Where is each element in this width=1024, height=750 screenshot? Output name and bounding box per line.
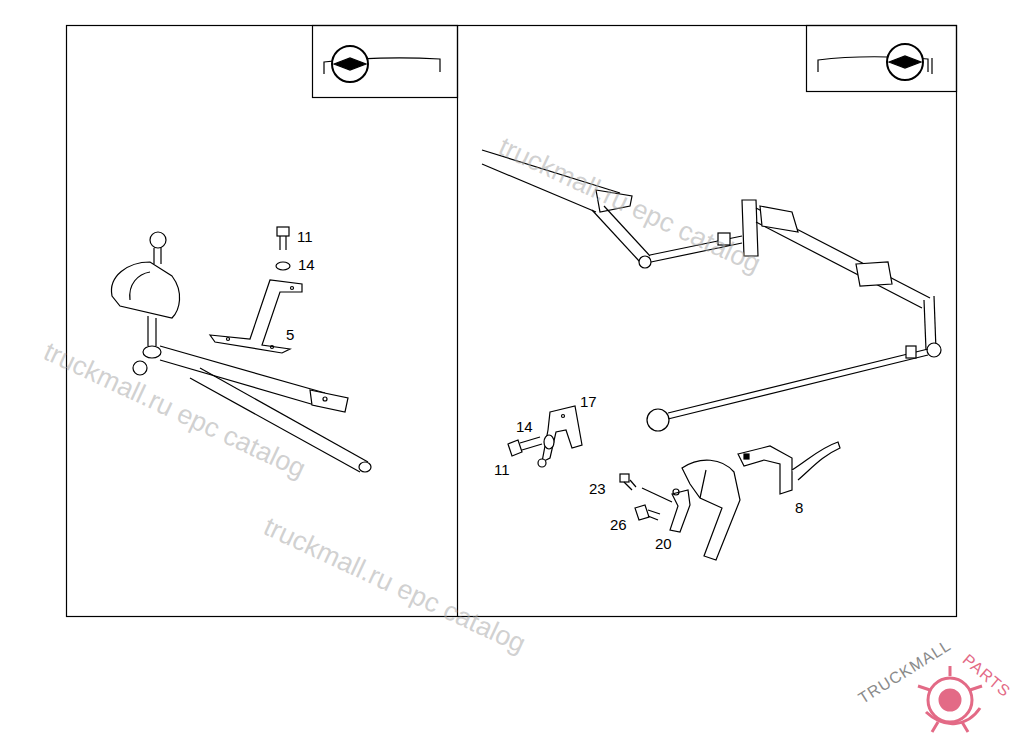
- callout-number: 17: [580, 394, 597, 409]
- callout-number: 26: [610, 517, 627, 532]
- callout-number: 11: [297, 229, 313, 244]
- watermark: truckmall.ru epc catalog: [260, 513, 530, 658]
- callout-number: 23: [589, 481, 606, 496]
- callout-number: 14: [298, 257, 315, 272]
- callout-number: 5: [286, 327, 294, 342]
- callout-number: 14: [516, 419, 533, 434]
- callout-number: 20: [655, 536, 672, 551]
- watermark: truckmall.ru epc catalog: [40, 338, 310, 483]
- callout-number: 11: [494, 462, 510, 477]
- callout-number: 8: [795, 500, 803, 515]
- watermark: truckmall.ru epc catalog: [495, 133, 765, 278]
